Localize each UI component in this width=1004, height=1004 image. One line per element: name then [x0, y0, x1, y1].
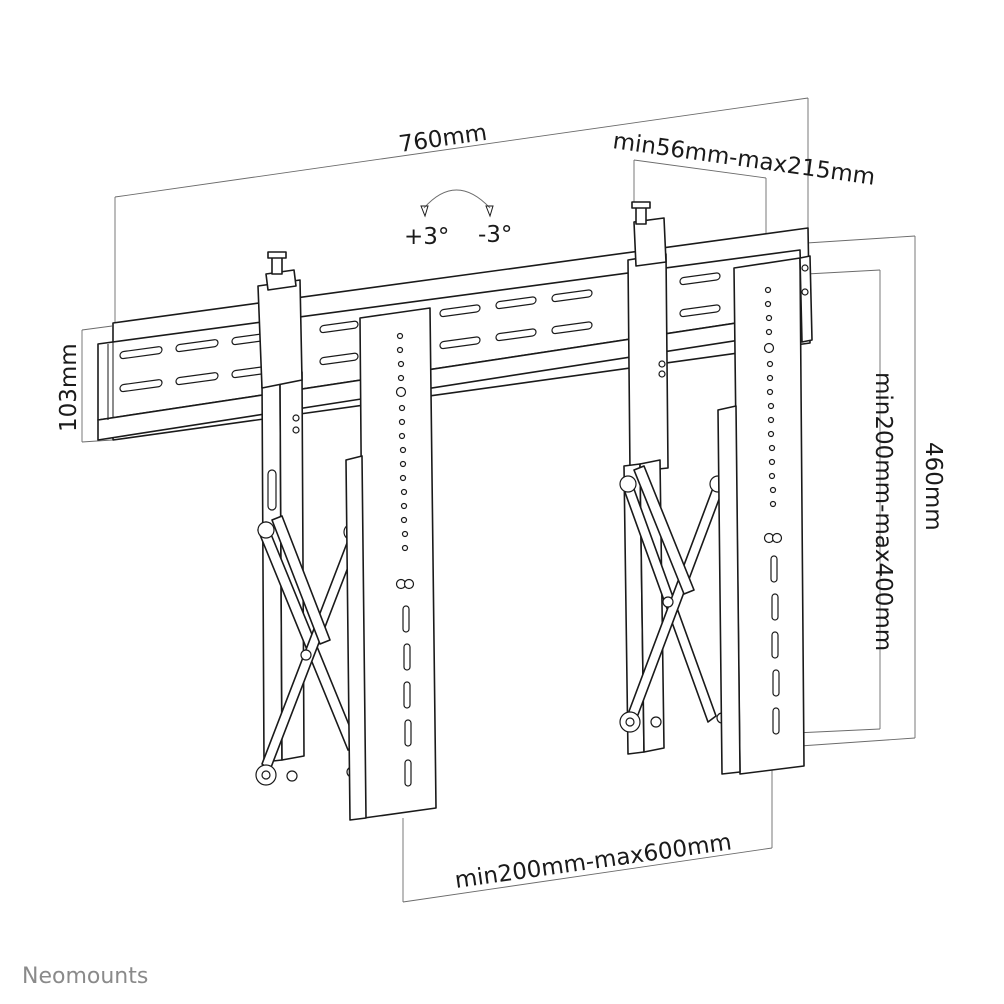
left-strip-holes	[395, 332, 415, 787]
rail-height-label: 103mm	[56, 343, 82, 432]
wall-rail	[97, 227, 811, 441]
right-arm-assembly	[619, 201, 728, 755]
height-label: 460mm	[920, 442, 946, 531]
brand-logo: Neomounts	[22, 964, 148, 989]
depth-label: min56mm-max215mm	[611, 128, 877, 191]
left-tv-strip	[345, 307, 437, 821]
dimension-labels: 760mm min56mm-max215mm +3° -3° 103mm 460…	[56, 120, 946, 894]
tilt-minus-label: -3°	[478, 222, 512, 248]
vertical-range-label: min200mm-max400mm	[870, 372, 896, 651]
dimension-lines	[81, 97, 916, 903]
horizontal-range-label: min200mm-max600mm	[453, 829, 733, 894]
right-tv-strip	[717, 255, 813, 775]
rail-slots	[119, 272, 721, 393]
width-label: 760mm	[397, 120, 488, 158]
tilt-plus-label: +3°	[404, 224, 449, 250]
right-strip-holes	[763, 286, 783, 735]
